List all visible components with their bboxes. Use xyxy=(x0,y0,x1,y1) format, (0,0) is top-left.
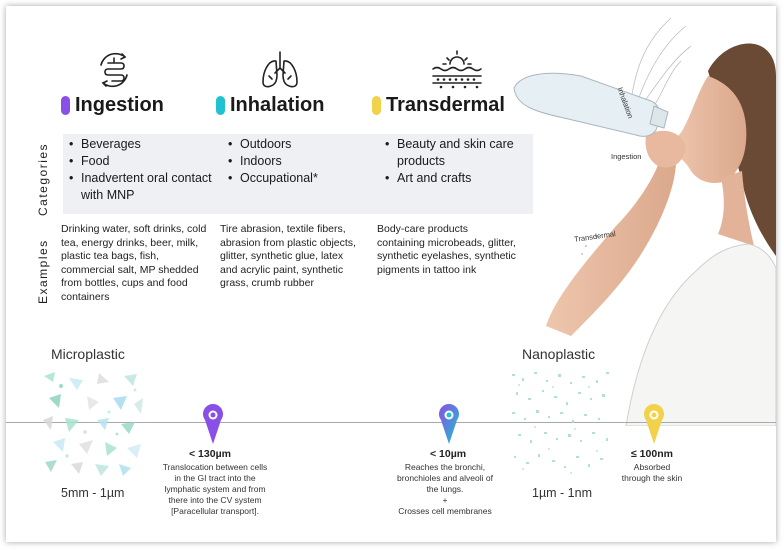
ingestion-categories: Beverages Food Inadvertent oral contact … xyxy=(65,136,231,204)
desc-line: the lungs. xyxy=(426,484,464,494)
list-item: Indoors xyxy=(228,153,380,170)
list-item: Occupational* xyxy=(228,170,380,187)
nanoplastic-label: Nanoplastic xyxy=(522,346,596,362)
water-bottle xyxy=(513,72,669,137)
categories-side-label: Categories xyxy=(36,142,50,216)
desc-line: lymphatic system and from xyxy=(164,484,266,494)
marker-value: < 130µm xyxy=(189,448,231,460)
desc-line: + xyxy=(442,495,448,505)
desc-line: Crosses cell membranes xyxy=(398,506,492,516)
desc-line: Reaches the bronchi, xyxy=(404,462,486,472)
intestine-cycle-icon xyxy=(100,52,128,88)
transdermal-color-pill xyxy=(372,96,381,115)
desc-line: there into the CV system xyxy=(168,495,262,505)
marker-value: ≤ 100nm xyxy=(631,448,673,460)
woman-drinking-illustration xyxy=(513,17,776,426)
ingestion-figure-label: Ingestion xyxy=(611,152,642,161)
transdermal-title: Transdermal xyxy=(372,94,505,117)
ingestion-color-pill xyxy=(61,96,70,115)
list-item: Inadvertent oral contact with MNP xyxy=(69,170,231,204)
microplastic-particles xyxy=(43,372,143,476)
ingestion-title: Ingestion xyxy=(61,94,164,117)
size-axis-line xyxy=(6,422,776,423)
microplastic-label: Microplastic xyxy=(51,346,125,362)
list-item: Art and crafts xyxy=(385,170,537,187)
nanoplastic-particles xyxy=(512,372,609,474)
desc-line: [Paracellular transport]. xyxy=(171,506,259,516)
list-item: Outdoors xyxy=(228,136,380,153)
face xyxy=(671,76,747,183)
map-pin-icon xyxy=(203,404,223,444)
infographic-card: Categories Examples xyxy=(6,6,776,542)
inhalation-examples: Tire abrasion, textile fibers, abrasion … xyxy=(220,223,356,289)
examples-side-label: Examples xyxy=(36,239,50,304)
inhalation-color-pill xyxy=(216,96,225,115)
map-pin-icon xyxy=(439,404,459,444)
marker-description: Translocation between cells in the GI tr… xyxy=(150,462,280,517)
map-pin-icon xyxy=(644,404,664,444)
desc-line: in the GI tract into the xyxy=(174,473,256,483)
marker-value: < 10µm xyxy=(430,448,467,460)
inhalation-title-text: Inhalation xyxy=(230,94,325,116)
transdermal-examples: Body-care products containing microbeads… xyxy=(377,223,516,276)
desc-line: Translocation between cells xyxy=(162,462,268,472)
hand xyxy=(645,130,686,168)
desc-line: Absorbed xyxy=(633,462,671,472)
inhalation-title: Inhalation xyxy=(216,94,324,117)
desc-line: through the skin xyxy=(621,473,683,483)
microplastic-range: 5mm - 1µm xyxy=(61,486,125,500)
marker-description: Reaches the bronchi, bronchioles and alv… xyxy=(386,462,504,517)
skin-layers-icon xyxy=(432,50,482,89)
list-item: Food xyxy=(69,153,231,170)
ingestion-examples: Drinking water, soft drinks, cold tea, e… xyxy=(61,223,207,303)
inhalation-categories: Outdoors Indoors Occupational* xyxy=(224,136,380,187)
white-shirt xyxy=(625,243,776,426)
nanoplastic-range: 1µm - 1nm xyxy=(532,486,592,500)
desc-line: bronchioles and alveoli of xyxy=(397,473,493,483)
list-item: Beverages xyxy=(69,136,231,153)
neck xyxy=(718,171,754,246)
ingestion-title-text: Ingestion xyxy=(75,94,164,116)
arm xyxy=(546,156,676,336)
list-item: Beauty and skin care products xyxy=(385,136,537,170)
marker-description: Absorbed through the skin xyxy=(612,462,692,484)
transdermal-title-text: Transdermal xyxy=(386,94,505,116)
lungs-icon xyxy=(262,51,298,88)
transdermal-categories: Beauty and skin care products Art and cr… xyxy=(381,136,537,187)
